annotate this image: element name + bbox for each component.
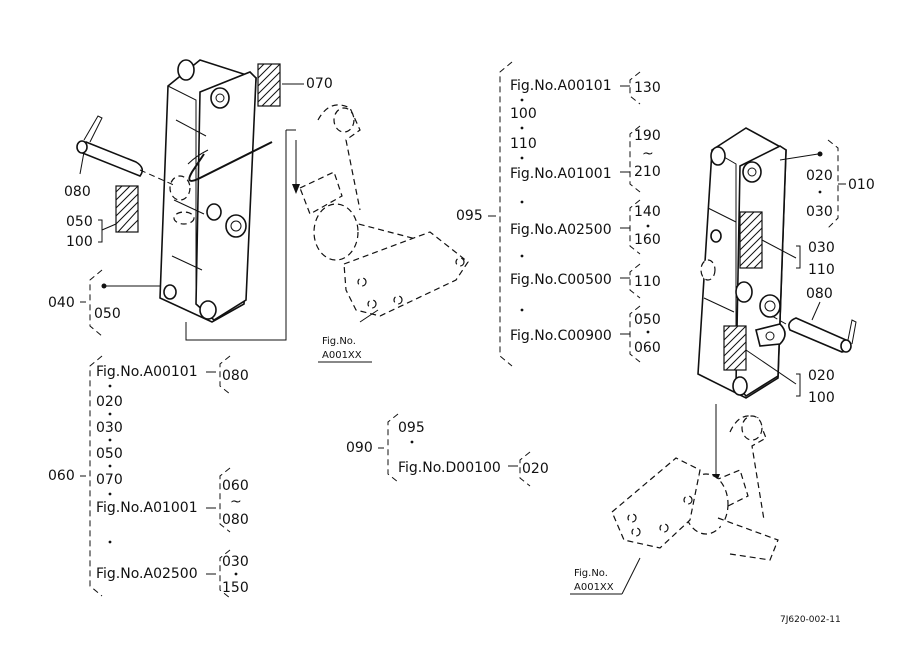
right-bracket-drawing bbox=[697, 127, 857, 484]
label-070: 070 bbox=[306, 76, 333, 92]
fig-ref-right-line1: Fig.No. bbox=[574, 568, 608, 579]
label-020: 020 bbox=[808, 368, 835, 384]
g060-fig2-b: 080 bbox=[222, 512, 249, 528]
g095-fig2-b: 210 bbox=[634, 164, 661, 180]
g060-item-030: 030 bbox=[96, 420, 123, 436]
label-080-right: 080 bbox=[806, 286, 833, 302]
callout-020-100: 020 100 bbox=[745, 349, 835, 406]
g060-item-020: 020 bbox=[96, 394, 123, 410]
right-mount-ghost bbox=[611, 415, 779, 595]
label-090: 090 bbox=[346, 440, 373, 456]
g010-b: 030 bbox=[806, 204, 833, 220]
g060-fig2: Fig.No.A01001 bbox=[96, 500, 198, 516]
g095-item-100: 100 bbox=[510, 106, 537, 122]
g095-fig4: Fig.No.C00500 bbox=[510, 272, 612, 288]
label-040: 040 bbox=[48, 295, 75, 311]
label-110: 110 bbox=[808, 262, 835, 278]
label-050: 050 bbox=[66, 214, 93, 230]
g095-fig3-b: 160 bbox=[634, 232, 661, 248]
callout-040: 040 050 bbox=[48, 269, 160, 337]
right-fig-ref: Fig.No. A001XX bbox=[570, 568, 622, 595]
g095-fig5-a: 050 bbox=[634, 312, 661, 328]
g095-fig2-a: 190 bbox=[634, 128, 661, 144]
g060-fig3-b: 150 bbox=[222, 580, 249, 596]
callout-050-100: 050 100 bbox=[66, 214, 117, 250]
callout-080-right: 080 bbox=[806, 286, 833, 321]
g095-fig3-a: 140 bbox=[634, 204, 661, 220]
label-100: 100 bbox=[66, 234, 93, 250]
drawing-code: 7J620-002-11 bbox=[780, 615, 841, 625]
g095-fig2-tilde: ~ bbox=[642, 146, 654, 162]
g095-fig1-val: 130 bbox=[634, 80, 661, 96]
g095-item-110: 110 bbox=[510, 136, 537, 152]
g095-fig1: Fig.No.A00101 bbox=[510, 78, 612, 94]
g095-fig4-val: 110 bbox=[634, 274, 661, 290]
label-010: 010 bbox=[848, 177, 875, 193]
callout-group-090: 090 095 Fig.No.D00100 020 bbox=[346, 413, 549, 487]
g060-fig3-a: 030 bbox=[222, 554, 249, 570]
label-060: 060 bbox=[48, 468, 75, 484]
g090-fig: Fig.No.D00100 bbox=[398, 460, 501, 476]
label-095: 095 bbox=[456, 208, 483, 224]
g060-fig1-val: 080 bbox=[222, 368, 249, 384]
label-080: 080 bbox=[64, 184, 91, 200]
label-030: 030 bbox=[808, 240, 835, 256]
g095-fig5-b: 060 bbox=[634, 340, 661, 356]
g060-item-070: 070 bbox=[96, 472, 123, 488]
fig-ref-right-line2: A001XX bbox=[574, 582, 614, 593]
g010-a: 020 bbox=[806, 168, 833, 184]
left-bracket-drawing bbox=[76, 59, 300, 341]
g090-095: 095 bbox=[398, 420, 425, 436]
callout-group-060: 060 Fig.No.A00101 080 020 030 050 070 Fi… bbox=[48, 355, 249, 599]
g060-fig2-tilde: ~ bbox=[230, 494, 242, 510]
label-040-sub: 050 bbox=[94, 306, 121, 322]
left-fig-ref: Fig.No. A001XX bbox=[318, 336, 372, 363]
g060-fig1: Fig.No.A00101 bbox=[96, 364, 198, 380]
g060-fig2-a: 060 bbox=[222, 478, 249, 494]
callout-030-110: 030 110 bbox=[761, 239, 835, 278]
left-mount-ghost bbox=[299, 104, 469, 323]
fig-ref-line2: A001XX bbox=[322, 350, 362, 361]
g095-fig2: Fig.No.A01001 bbox=[510, 166, 612, 182]
g090-val: 020 bbox=[522, 461, 549, 477]
fig-ref-line1: Fig.No. bbox=[322, 336, 356, 347]
g095-fig3: Fig.No.A02500 bbox=[510, 222, 612, 238]
callout-010: 020 030 010 bbox=[779, 139, 875, 229]
g060-fig3: Fig.No.A02500 bbox=[96, 566, 198, 582]
g095-fig5: Fig.No.C00900 bbox=[510, 328, 612, 344]
callout-070: 070 bbox=[282, 76, 333, 92]
label-100-right: 100 bbox=[808, 390, 835, 406]
callout-080-left: 080 bbox=[64, 151, 91, 200]
g060-item-050: 050 bbox=[96, 446, 123, 462]
callout-group-095: 095 Fig.No.A00101 130 100 110 Fig.No.A01… bbox=[456, 61, 661, 367]
